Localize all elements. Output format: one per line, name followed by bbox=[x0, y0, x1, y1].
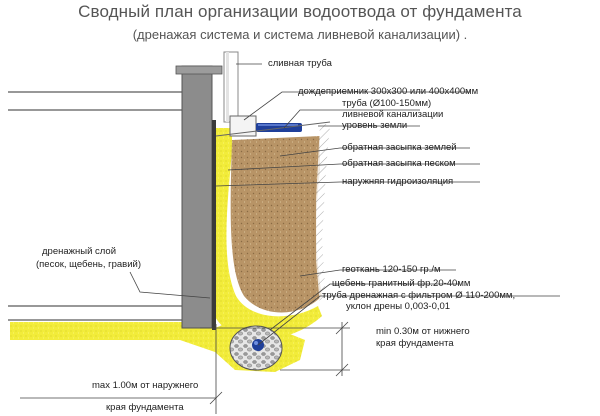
drainage-sand-layer bbox=[10, 322, 305, 372]
sand-backfill bbox=[210, 128, 322, 340]
natural-ground bbox=[316, 124, 330, 306]
label-drain-layer-1: дренажный слой bbox=[42, 246, 117, 257]
soil-backfill bbox=[230, 136, 322, 313]
dimension-vertical bbox=[200, 321, 350, 377]
label-max-distance-2: края фундамента bbox=[106, 402, 184, 413]
label-storm-pipe-2: ливневой канализации bbox=[342, 109, 444, 120]
waterproofing-layer bbox=[212, 120, 216, 330]
diagram-subtitle: (дренажая система и система ливневой кан… bbox=[132, 27, 468, 42]
label-downpipe: сливная труба bbox=[268, 58, 332, 69]
label-gravel: щебень гранитный фр.20-40мм bbox=[332, 278, 471, 289]
foundation-wall bbox=[181, 65, 213, 329]
label-min-depth-1: min 0.30м от нижнего bbox=[376, 326, 470, 337]
label-drain-layer-2: (песок, щебень, гравий) bbox=[36, 259, 142, 270]
ground-line bbox=[215, 121, 331, 137]
leader-lines bbox=[129, 63, 560, 346]
label-ground-level: уровень земли bbox=[342, 120, 408, 131]
label-min-depth-2: края фундамента bbox=[376, 338, 454, 349]
diagram-title: Сводный план организации водоотвода от ф… bbox=[78, 2, 522, 21]
label-geotextile: геоткань 120-150 гр./м bbox=[342, 264, 441, 275]
floor-slab-lines bbox=[8, 91, 190, 321]
label-drain-pipe-1: труба дренажная с фильтром Ø 110-200мм, bbox=[322, 290, 516, 301]
label-sand-backfill: обратная засыпка песком bbox=[342, 158, 456, 169]
wall-top bbox=[175, 65, 223, 75]
label-soil-backfill: обратная засыпка землей bbox=[342, 142, 457, 153]
dimension-horizontal bbox=[20, 324, 223, 414]
label-storm-pipe-1: труба (Ø100-150мм) bbox=[342, 98, 432, 109]
label-drain-pipe-2: уклон дрены 0,003-0,01 bbox=[346, 301, 451, 312]
label-waterproofing: наружняя гидроизоляция bbox=[342, 176, 454, 187]
label-max-distance-1: max 1.00м от наружнего bbox=[92, 380, 199, 391]
label-gutter-inlet: дождеприемник 300х300 или 400х400мм bbox=[298, 86, 479, 97]
